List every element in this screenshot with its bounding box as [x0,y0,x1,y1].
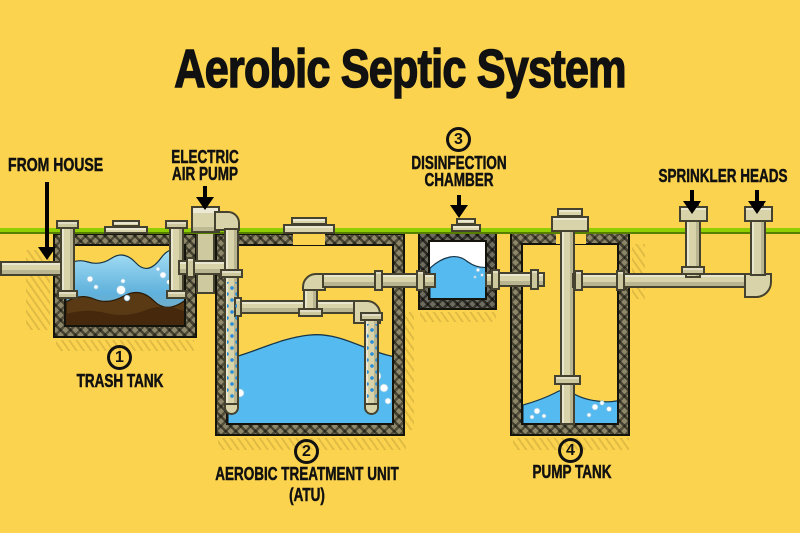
electric-air-pump-label: ELECTRIC AIR PUMP [171,147,239,184]
arrow-head [683,201,701,214]
chamber-water-graphic [430,255,485,298]
label-line: ELECTRIC [171,147,239,167]
pump-tank-riser-cap [551,216,589,232]
arrow-head [196,197,214,210]
inlet-pipe-from-house [0,261,68,276]
number-badge-2: 2 [294,439,319,464]
diffuser-holes [227,282,237,400]
sludge-dark-layer [66,306,184,325]
pipe-collar [165,220,188,229]
soil-shading [420,312,496,322]
pipe-collar [374,270,383,291]
arrow-head [450,205,468,218]
pipe-collar [166,290,187,299]
pipe-collar [220,269,243,278]
label-line: (ATU) [289,485,325,505]
diffuser-holes [367,324,377,400]
pump-tank-label: PUMP TANK [532,462,612,482]
arrow-shaft [203,186,207,197]
pipe-collar [56,220,79,229]
page-title: Aerobic Septic System [174,38,627,100]
number-badge-3: 3 [446,127,471,152]
chamber-lid-top [456,218,476,225]
pipe-flange [554,375,581,385]
disinfection-chamber-label: DISINFECTION CHAMBER [411,153,507,190]
pipe-collar [681,266,705,275]
pipe-collar [574,270,583,291]
number-badge-4: 4 [558,438,583,463]
sprinkler-riser-right [750,220,766,276]
label-line: AEROBIC TREATMENT UNIT [215,464,399,484]
down-arrow-icon [38,182,56,260]
sprinkler-elbow [744,273,772,298]
trash-tank-lid-top [112,220,140,227]
pipe-collar [57,290,78,299]
water [228,334,392,423]
arrow-head [748,201,766,214]
number-badge-1: 1 [107,345,132,370]
arrow-head [38,247,56,260]
bubbles [473,267,484,279]
label-line: DISINFECTION [411,153,507,173]
bubbles [529,400,612,420]
pipe-collar [491,269,500,290]
pump-riser-pipe [560,210,575,425]
pipe-flange [298,308,323,317]
arrow-shaft [45,182,49,247]
bubbles [86,266,172,302]
down-arrow-icon [450,195,468,218]
diffuser-end-cap [224,403,239,415]
atu-lid-gap [293,233,325,245]
arrow-shaft [690,190,694,201]
atu-label: AEROBIC TREATMENT UNIT (ATU) [215,464,399,505]
arrow-shaft [457,195,461,205]
pipe-collar [186,257,195,278]
soil-shading [632,244,645,299]
pipe-collar [616,270,625,291]
trash-tank-lid [104,226,148,234]
chamber-lid [451,224,481,232]
down-arrow-icon [196,186,214,210]
trash-tank-interior [64,244,186,327]
ground-surface-line [0,228,800,234]
atu-access-lid [283,224,335,234]
air-supply-pipe [224,228,239,272]
water [430,255,485,298]
down-arrow-icon [748,190,766,214]
from-house-label: FROM HOUSE [8,155,104,175]
trash-tank-inlet-baffle-pipe [60,221,75,299]
atu-access-lid-top [291,217,327,225]
pump-to-sprinkler-pipe [572,273,762,288]
diffuser-end-cap [364,403,379,415]
disinfection-chamber-interior [428,240,487,300]
down-arrow-icon [683,190,701,214]
sprinkler-heads-label: SPRINKLER HEADS [658,166,788,186]
trash-tank-water-graphic [66,249,184,325]
trash-tank-label: TRASH TANK [76,371,164,391]
arrow-shaft [755,190,759,201]
label-line: CHAMBER [424,170,494,190]
pipe-collar [360,312,383,321]
pipe-collar [530,269,539,290]
label-line: AIR PUMP [171,164,238,184]
pump-tank-riser-cap-top [557,208,583,217]
pipe-collar [416,270,425,291]
